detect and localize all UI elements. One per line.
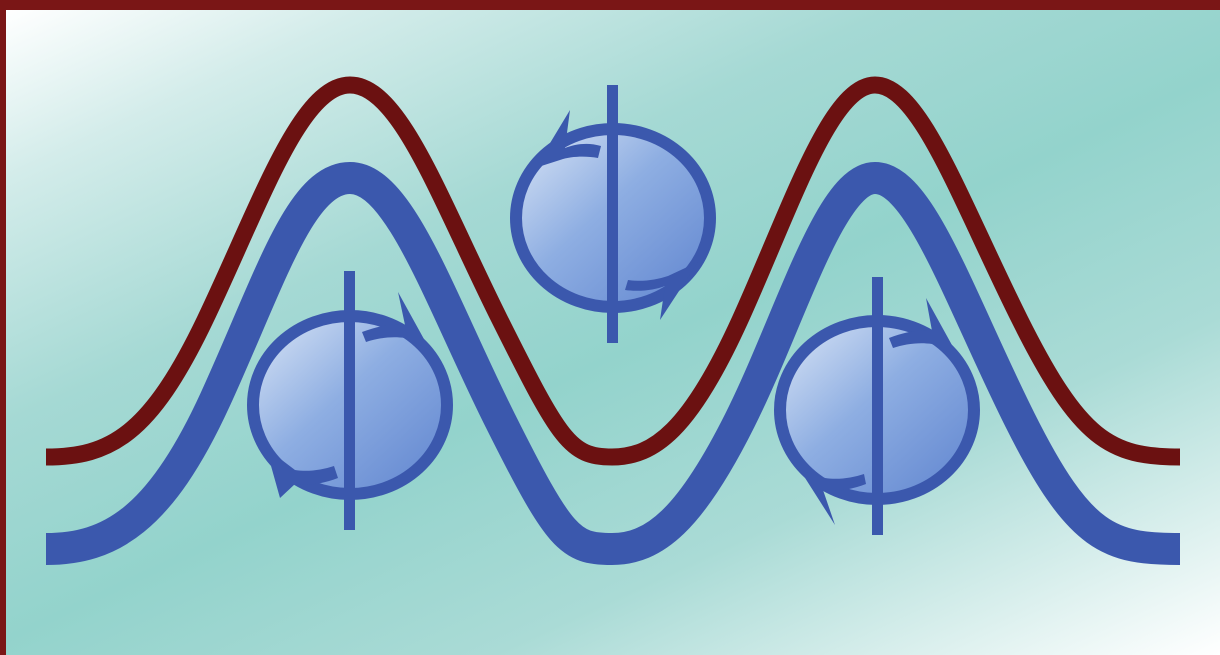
spin-arrow-bottom — [266, 448, 338, 498]
spin-right — [774, 277, 980, 535]
spin-arrow-top — [362, 292, 430, 350]
upper-potential-wave — [45, 76, 1181, 466]
spin-wave-diagram — [45, 76, 1181, 566]
spin-arrow-bottom — [800, 470, 866, 525]
spin-arrow-top — [535, 110, 601, 168]
spin-arrow-bottom — [625, 262, 698, 320]
spin-center — [510, 85, 716, 343]
spin-arrow-top — [889, 298, 958, 356]
spin-left — [247, 271, 453, 530]
lower-potential-wave — [45, 161, 1181, 566]
